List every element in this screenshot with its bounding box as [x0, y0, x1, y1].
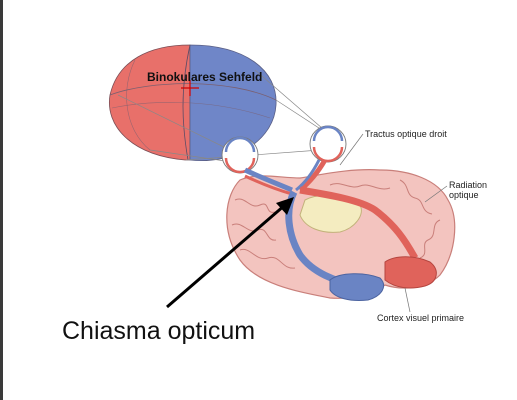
cortex-right: [384, 256, 437, 289]
optic-nerve-left-red: [244, 174, 293, 196]
chiasma-label: Chiasma opticum: [62, 317, 256, 345]
optic-nerve-right-blue: [295, 159, 321, 192]
leader-lines: [339, 133, 448, 313]
binocular-visual-field: [108, 44, 277, 162]
radiation-label-line2: optique: [449, 190, 479, 200]
binocular-field-label: Binokulares Sehfeld: [147, 70, 263, 84]
optic-tract-right: [299, 186, 419, 260]
window-edge: [0, 0, 3, 400]
field-meridian-diagonal: [111, 102, 271, 119]
field-meridian-vertical: [182, 44, 191, 161]
right-visual-field: [189, 44, 277, 162]
right-eye: [309, 125, 347, 163]
cortex-label: Cortex visuel primaire: [377, 313, 465, 323]
field-meridian-horizontal: [109, 83, 277, 101]
optic-nerve-left: [243, 167, 293, 193]
radiation-label-line1: Radiation: [449, 180, 488, 190]
radiation-label: Radiation optique: [449, 180, 487, 200]
left-eye: [221, 136, 259, 174]
cortex-left: [329, 273, 384, 301]
tractus-label: Tractus optique droit: [365, 129, 447, 139]
brain-section: [226, 158, 456, 301]
field-meridian-back: [126, 59, 151, 151]
chiasma-arrow: [166, 197, 294, 309]
